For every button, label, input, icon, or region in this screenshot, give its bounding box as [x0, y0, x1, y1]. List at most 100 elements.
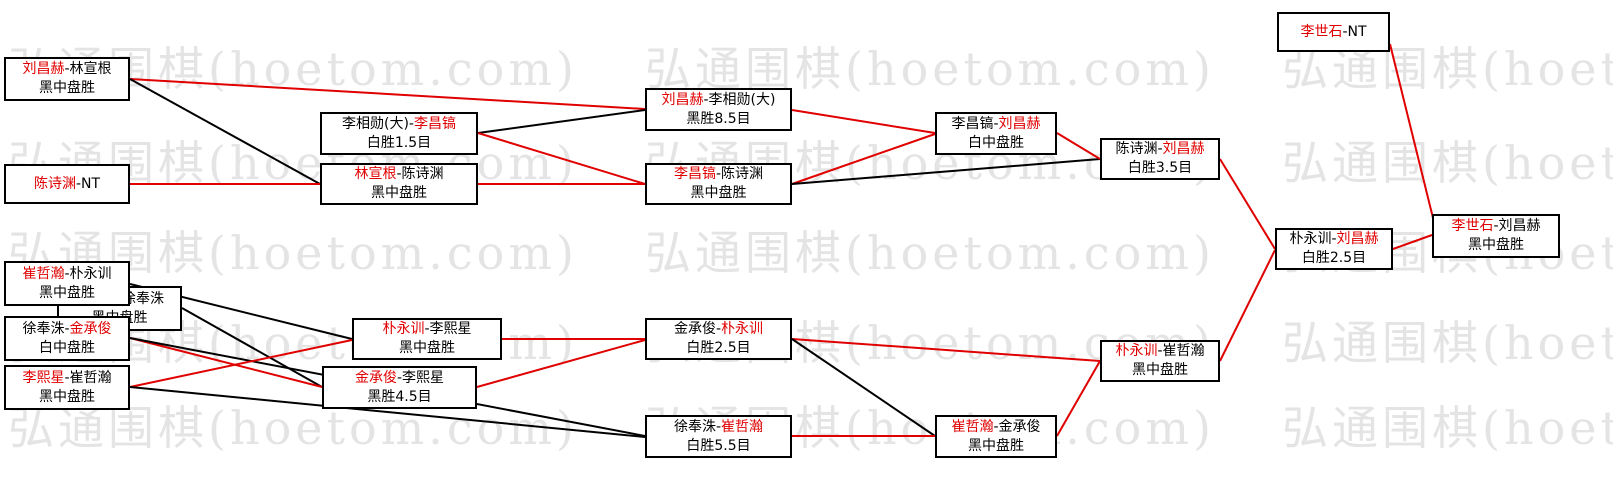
- player-name: 李相勋(大)-: [342, 115, 414, 132]
- player-name: 徐奉洙-: [22, 320, 70, 337]
- match-box-cui-piao: 崔哲瀚-朴永训黑中盘胜: [4, 261, 130, 306]
- player-name: 朴永训: [1115, 343, 1158, 359]
- player-name: 崔哲瀚: [721, 418, 764, 435]
- match-players: 朴永训-崔哲瀚: [1102, 342, 1218, 361]
- player-name: 刘昌赫: [1336, 231, 1379, 247]
- winner-path-line: [1392, 234, 1433, 250]
- match-result: 白中盘胜: [968, 134, 1024, 151]
- winner-path-line: [1219, 249, 1276, 362]
- winner-path-line: [129, 337, 323, 388]
- match-box-liu-lin: 刘昌赫-林宣根黑中盘胜: [4, 57, 130, 101]
- player-name: -NT: [75, 175, 101, 192]
- player-name: 金承俊-: [673, 321, 722, 337]
- winner-path-line: [476, 339, 646, 388]
- match-players: 金承俊-朴永训: [647, 320, 790, 339]
- match-result: 黑中盘胜: [39, 388, 95, 405]
- match-players: 陈诗渊-NT: [6, 175, 128, 194]
- match-players: 李昌镐-陈诗渊: [647, 165, 790, 184]
- match-players: 徐奉洙-崔哲瀚: [647, 418, 790, 437]
- match-box-lishishi-nt: 李世石-NT: [1277, 12, 1390, 52]
- match-result: 白胜1.5目: [366, 134, 432, 151]
- match-players: 李相勋(大)-李昌镐: [322, 115, 476, 134]
- player-name: -刘昌赫: [1493, 218, 1541, 234]
- player-name: 朴永训: [721, 321, 764, 337]
- match-players: 崔哲瀚-金承俊: [937, 418, 1055, 437]
- match-box-lee-liu: 李昌镐-刘昌赫白中盘胜: [935, 112, 1057, 155]
- player-name: -李熙星: [424, 321, 472, 337]
- match-result: 白中盘胜: [39, 339, 95, 356]
- player-name: 金承俊: [69, 320, 112, 337]
- player-name: 刘昌赫: [661, 91, 704, 108]
- player-name: 刘昌赫: [22, 61, 65, 77]
- player-name: 李昌镐-: [951, 115, 999, 132]
- match-players: 李昌镐-刘昌赫: [937, 115, 1055, 134]
- loser-path-line: [181, 307, 323, 388]
- player-name: 徐奉洙-: [673, 418, 722, 435]
- winner-path-line: [791, 133, 936, 185]
- player-name: 金承俊: [354, 369, 397, 386]
- match-players: 金承俊-李熙星: [324, 369, 475, 388]
- player-name: -林宣根: [64, 61, 112, 77]
- winner-path-line: [1219, 158, 1276, 250]
- match-players: 崔哲瀚-朴永训: [6, 265, 128, 284]
- winner-path-line: [791, 109, 936, 134]
- match-box-jin-lixixing: 金承俊-李熙星黑胜4.5目: [322, 366, 477, 409]
- match-players: 林宣根-陈诗渊: [322, 165, 476, 184]
- winner-path-line: [129, 78, 646, 110]
- match-players: 刘昌赫-李相勋(大): [647, 91, 790, 110]
- player-name: 李世石: [1451, 218, 1494, 234]
- match-players: 陈诗渊-刘昌赫: [1102, 140, 1218, 159]
- player-name: 李熙星: [22, 369, 65, 386]
- loser-path-line: [129, 386, 646, 438]
- match-box-piao-cui: 朴永训-崔哲瀚黑中盘胜: [1100, 340, 1220, 382]
- player-name: 刘昌赫: [998, 115, 1041, 132]
- loser-path-line: [129, 78, 321, 185]
- match-box-lixiangxun-lee: 李相勋(大)-李昌镐白胜1.5目: [320, 112, 478, 155]
- match-box-piao-lixixing: 朴永训-李熙星黑中盘胜: [352, 318, 502, 360]
- match-result: 黑中盘胜: [1132, 362, 1188, 378]
- match-result: 黑胜4.5目: [367, 388, 432, 405]
- match-result: 白胜2.5目: [1301, 250, 1367, 266]
- winner-path-line: [791, 338, 1101, 362]
- player-name: 陈诗渊-: [1115, 141, 1163, 157]
- match-box-final-lishishi-liu: 李世石-刘昌赫黑中盘胜: [1432, 214, 1560, 258]
- match-result: 黑中盘胜: [39, 284, 95, 301]
- match-players: 李熙星-崔哲瀚: [6, 369, 128, 388]
- match-box-piao-liu: 朴永训-刘昌赫白胜2.5目: [1275, 228, 1393, 270]
- match-box-xu-cui: 徐奉洙-崔哲瀚白胜5.5目: [645, 415, 792, 458]
- player-name: -NT: [1342, 23, 1367, 40]
- player-name: 朴永训-: [1289, 231, 1337, 247]
- match-result: 黑中盘胜: [399, 340, 455, 356]
- player-name: -崔哲瀚: [1157, 343, 1205, 359]
- player-name: 朴永训: [382, 321, 425, 337]
- match-players: 刘昌赫-林宣根: [6, 60, 128, 79]
- match-result: 黑中盘胜: [1468, 237, 1524, 253]
- match-players: 徐奉洙-金承俊: [6, 320, 128, 339]
- match-result: 白胜5.5目: [686, 437, 751, 454]
- match-players: 李世石-NT: [1279, 23, 1388, 42]
- winner-path-line: [1056, 360, 1101, 437]
- player-name: -李相勋(大): [703, 91, 776, 108]
- match-result: 黑中盘胜: [371, 185, 427, 201]
- player-name: 崔哲瀚: [951, 418, 994, 435]
- match-result: 白胜2.5目: [686, 340, 751, 356]
- winner-path-line: [477, 132, 646, 185]
- player-name: 林宣根: [354, 166, 397, 182]
- loser-path-line: [791, 338, 936, 437]
- winner-path-line: [1056, 132, 1101, 160]
- match-box-lee-chen: 李昌镐-陈诗渊黑中盘胜: [645, 163, 792, 205]
- player-name: 崔哲瀚: [22, 265, 65, 282]
- match-result: 黑中盘胜: [690, 185, 747, 201]
- player-name: -朴永训: [64, 265, 112, 282]
- match-players: 朴永训-刘昌赫: [1277, 230, 1391, 249]
- match-box-cui-jin: 崔哲瀚-金承俊黑中盘胜: [935, 415, 1057, 458]
- player-name: 陈诗渊: [33, 175, 76, 192]
- match-result: 黑中盘胜: [968, 437, 1024, 454]
- match-result: 白胜3.5目: [1127, 160, 1193, 176]
- player-name: -金承俊: [993, 418, 1041, 435]
- player-name: 李昌镐: [413, 115, 456, 132]
- match-result: 黑胜8.5目: [686, 110, 751, 127]
- match-box-chen-liu: 陈诗渊-刘昌赫白胜3.5目: [1100, 138, 1220, 180]
